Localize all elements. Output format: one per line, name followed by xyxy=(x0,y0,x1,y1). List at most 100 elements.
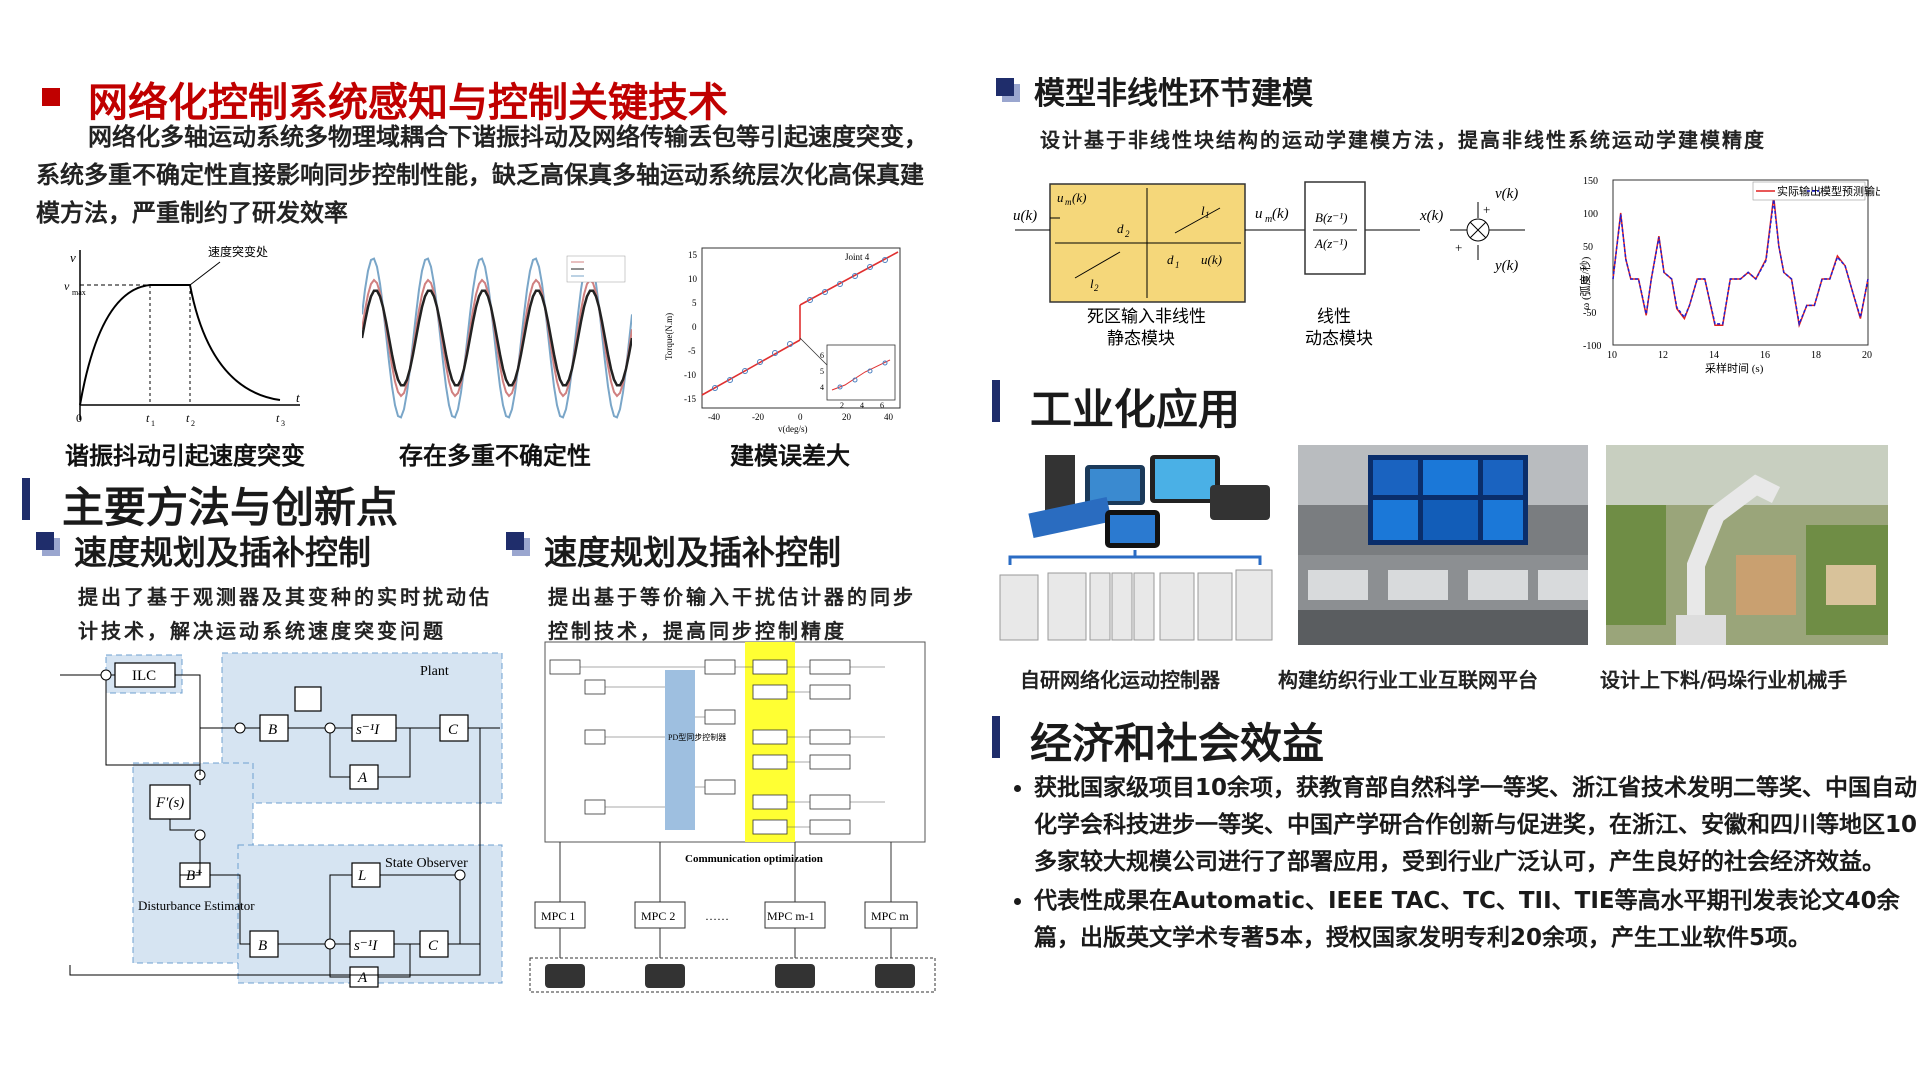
plant-label: Plant xyxy=(420,664,449,679)
axis-v: v xyxy=(70,250,76,265)
svg-text:v(k): v(k) xyxy=(1495,186,1518,202)
pd-sync-controller-label: PD型同步控制器 xyxy=(668,732,726,742)
svg-text:1: 1 xyxy=(1175,260,1180,270)
intro-paragraph: 网络化多轴运动系统多物理域耦合下谐振抖动及网络传输丢包等引起速度突变，系统多重不… xyxy=(36,123,928,227)
axis-t1: t xyxy=(146,411,150,425)
svg-text:1: 1 xyxy=(1205,210,1210,220)
x-tick: 0 xyxy=(798,412,803,422)
svg-text:F′(s): F′(s) xyxy=(155,795,184,811)
chart-y-label: ω (弧度/秒) xyxy=(1578,256,1592,310)
chart-y-tick: 50 xyxy=(1583,242,1593,253)
chart-y-tick: 0 xyxy=(1583,275,1588,286)
eid-sync-diagram: PD型同步控制器 Communication optimization MPC … xyxy=(525,640,945,995)
ilc-label: ILC xyxy=(132,668,156,684)
svg-text:L: L xyxy=(357,868,366,884)
block2-caption-line2: 动态模块 xyxy=(1305,329,1373,348)
methods-right-desc: 提出基于等价输入干扰估计器的同步控制技术，提高同步控制精度 xyxy=(548,585,916,643)
svg-text:A: A xyxy=(357,770,368,786)
y-tick: 0 xyxy=(692,322,697,332)
subsection-bullet-icon xyxy=(506,532,524,550)
svg-text:l: l xyxy=(1201,203,1205,218)
x-tick: -40 xyxy=(708,412,720,422)
svg-text:C: C xyxy=(448,722,459,738)
legend-actual: 实际输出 xyxy=(1777,184,1821,198)
disturbance-estimator-label: Disturbance Estimator xyxy=(138,898,255,913)
svg-text:(k): (k) xyxy=(1272,206,1289,222)
axis-zero: 0 xyxy=(76,411,82,425)
inset-y-tick: 4 xyxy=(820,383,824,392)
main-title: 网络化控制系统感知与控制关键技术 xyxy=(88,80,728,126)
svg-text:u(k): u(k) xyxy=(1201,252,1222,267)
svg-text:m: m xyxy=(1065,197,1072,207)
svg-text:s⁻¹I: s⁻¹I xyxy=(354,938,378,954)
svg-text:u(k): u(k) xyxy=(1013,208,1037,224)
x-tick: -20 xyxy=(752,412,764,422)
svg-text:B: B xyxy=(258,938,267,954)
fig3-caption: 建模误差大 xyxy=(730,442,850,470)
observer-block-diagram: Plant State Observer Disturbance Estimat… xyxy=(40,645,505,990)
axis-t2-sub: 2 xyxy=(191,419,195,428)
svg-text:y(k): y(k) xyxy=(1493,258,1518,274)
inset-y-tick: 5 xyxy=(820,367,824,376)
speed-jump-label: 速度突变处 xyxy=(208,244,268,259)
benefit-item: 代表性成果在Automatic、IEEE TAC、TC、TII、TIE等高水平期… xyxy=(1034,883,1920,957)
section-bar-icon xyxy=(22,478,30,520)
chart-x-tick: 18 xyxy=(1811,350,1821,361)
methods-left-desc: 提出了基于观测器及其变种的实时扰动估计技术，解决运动系统速度突变问题 xyxy=(78,585,492,643)
svg-text:u: u xyxy=(1057,190,1064,205)
chart-y-tick: 100 xyxy=(1583,209,1598,220)
svg-text:2: 2 xyxy=(1094,283,1099,293)
x-tick: 20 xyxy=(842,412,852,422)
axis-t3: t xyxy=(276,411,280,425)
chart-x-tick: 12 xyxy=(1658,350,1668,361)
mpc2-label: MPC 2 xyxy=(641,909,675,923)
comm-opt-label: Communication optimization xyxy=(685,853,823,865)
chart-x-label: 采样时间 (s) xyxy=(1705,361,1764,375)
industrial-caption-3: 设计上下料/码垛行业机械手 xyxy=(1600,668,1848,692)
svg-text:+: + xyxy=(1483,202,1490,217)
y-tick: 15 xyxy=(688,250,698,260)
chart-y-tick: -50 xyxy=(1583,308,1596,319)
modeling-error-figure: Joint 4 2 4 6 6 5 4 15 10 5 0 -5 -10 -15… xyxy=(660,240,905,435)
chart-x-tick: 20 xyxy=(1862,350,1872,361)
axis-t: t xyxy=(296,390,300,405)
chart-x-tick: 14 xyxy=(1709,350,1719,361)
textile-platform-photo xyxy=(1298,445,1588,645)
svg-text:x(k): x(k) xyxy=(1419,208,1443,224)
mpcm1-label: MPC m-1 xyxy=(767,909,815,923)
section-bar-icon xyxy=(992,716,1000,758)
modeling-desc: 设计基于非线性块结构的运动学建模方法，提高非线性系统运动学建模精度 xyxy=(1040,128,1766,152)
block1-caption-line2: 静态模块 xyxy=(1107,329,1175,348)
inset-x-tick: 2 xyxy=(840,401,844,410)
y-tick: -10 xyxy=(684,370,696,380)
svg-text:u: u xyxy=(1255,206,1263,222)
inset-y-tick: 6 xyxy=(820,351,824,360)
svg-text:d: d xyxy=(1117,221,1124,236)
mpcm-label: MPC m xyxy=(871,909,909,923)
y-tick: 5 xyxy=(692,298,697,308)
svg-text:(k): (k) xyxy=(1072,190,1086,205)
chart-x-tick: 10 xyxy=(1607,350,1617,361)
y-tick: -15 xyxy=(684,394,696,404)
svg-text:s⁻¹I: s⁻¹I xyxy=(356,722,380,738)
axis-t2: t xyxy=(186,411,190,425)
x-axis-label: v(deg/s) xyxy=(778,424,808,434)
svg-text:A(z⁻¹): A(z⁻¹) xyxy=(1314,236,1347,251)
y-tick: 10 xyxy=(688,274,698,284)
controller-photo xyxy=(990,445,1280,645)
mpc1-label: MPC 1 xyxy=(541,909,575,923)
svg-text:+: + xyxy=(1455,240,1462,255)
y-axis-label: Torque(N.m) xyxy=(664,313,674,360)
svg-text:l: l xyxy=(1090,276,1094,291)
svg-text:m: m xyxy=(1265,214,1272,225)
block1-caption-line1: 死区输入非线性 xyxy=(1087,307,1206,326)
fig2-caption: 存在多重不确定性 xyxy=(399,442,591,470)
axis-vmax: v xyxy=(64,279,70,293)
svg-text:B(z⁻¹): B(z⁻¹) xyxy=(1315,210,1347,225)
subsection-bullet-icon xyxy=(36,532,54,550)
chart-y-tick: 150 xyxy=(1583,176,1598,187)
robot-arm-photo xyxy=(1606,445,1888,645)
subsection-bullet-icon xyxy=(996,78,1014,96)
